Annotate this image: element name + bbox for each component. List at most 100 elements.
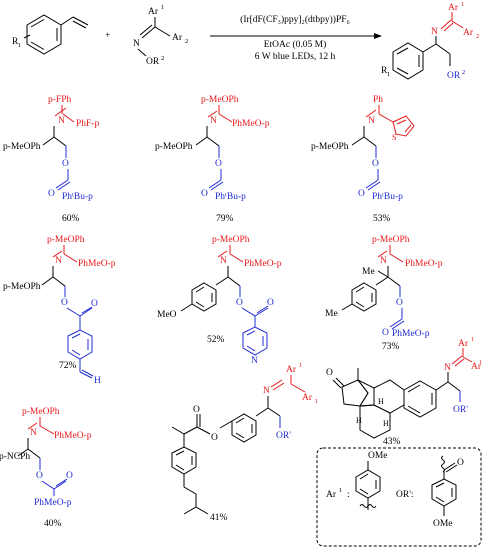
product-r1-sup: 1 (387, 71, 390, 78)
svg-text:O: O (193, 405, 200, 415)
reagent-r1-label: R (12, 37, 19, 47)
p3-ester: PhᵗBu-p (372, 192, 403, 202)
legend-ar1-ome: OMe (368, 451, 388, 461)
product-1: p-FPh N PhF-p p-MeOPh O O PhᵗBu-p 60% (3, 95, 99, 224)
product-n: N (431, 27, 438, 37)
oxime-or2: OR (146, 57, 160, 67)
oxime-reagent: Ar 1 Ar 2 N OR 2 (133, 4, 188, 67)
p9-ar-top: Ar (458, 339, 469, 349)
p1-substrate: p-MeOPh (3, 142, 41, 152)
p3-substrate: p-MeOPh (311, 142, 349, 152)
p9-ester: OR' (453, 405, 468, 415)
reaction-arrow: (Ir[dF(CF₃)ppy]₂(dtbpy))PF₆ EtOAc (0.05 … (210, 14, 382, 62)
product-8: Ar 1 N Ar 1 OR' O O 41% (171, 362, 318, 523)
p6-tolyl-methyl: Me (325, 309, 338, 319)
reagent-r1-sup: 1 (18, 42, 21, 49)
svg-text:N: N (210, 116, 217, 126)
svg-text:O: O (372, 159, 379, 169)
product-7: p-MeOPh N PhMeO-p p-NCPh O O PhMeO-p 40% (0, 407, 92, 529)
product-ar1: Ar (448, 3, 459, 13)
p9-ketone-o: O (326, 368, 333, 378)
conditions-text: 6 W blue LEDs, 12 h (255, 52, 336, 62)
thiophene-s: S (392, 133, 396, 142)
product-9: O H H H N Ar 1 Ar 1 OR' 43% (326, 336, 482, 447)
p4-aryl-right: PhMeO-p (78, 259, 116, 269)
p7-yield: 40% (44, 519, 62, 529)
svg-text:N: N (55, 256, 62, 266)
styrene-reagent: R 1 (12, 14, 89, 55)
p8-ester-o: O (211, 433, 218, 443)
oxime-n: N (133, 39, 140, 49)
oxime-ar1: Ar (148, 7, 159, 17)
p9-h3: H (383, 419, 389, 428)
product-ar2: Ar (463, 28, 474, 38)
legend-or-ome: OMe (433, 519, 453, 529)
p9-ar-right-sup: 1 (479, 359, 482, 366)
p5-aryl-right: PhMeO-p (244, 259, 282, 269)
product-ar1-sup: 1 (461, 1, 464, 8)
p8-n: N (263, 386, 270, 396)
p5-pyridine-n: N (251, 356, 258, 366)
p5-methoxy: MeO (157, 310, 177, 320)
general-product: R 1 N Ar 1 Ar 2 OR 2 (381, 1, 479, 81)
svg-text:O: O (215, 159, 222, 169)
p8-ar-top: Ar (286, 365, 297, 375)
svg-text:O: O (62, 159, 69, 169)
svg-text:N: N (220, 256, 227, 266)
product-4: p-MeOPh N PhMeO-p p-MeOPh O O H 72% (3, 235, 116, 386)
svg-text:O: O (236, 298, 243, 308)
svg-text:O: O (61, 298, 68, 308)
p9-ar-top-sup: 1 (471, 336, 474, 343)
p2-aryl-right: PhMeO-p (232, 119, 270, 129)
product-3: Ph N S p-MeOPh O O PhᵗBu-p 53% (311, 95, 415, 224)
p7-aryl-right: PhMeO-p (54, 431, 92, 441)
svg-text:N: N (380, 256, 387, 266)
p6-aryl-top: p-MeOPh (372, 235, 410, 245)
svg-text:N: N (30, 428, 37, 438)
oxime-or2-sup: 2 (161, 55, 164, 62)
p2-yield: 79% (216, 214, 234, 224)
p7-ester: PhMeO-p (34, 498, 72, 508)
thiophene-ring: S (392, 115, 415, 142)
p6-ester: PhMeO-p (392, 329, 430, 339)
p7-aryl-top: p-MeOPh (22, 407, 60, 417)
svg-text:O: O (91, 299, 98, 309)
p5-aryl-top: p-MeOPh (212, 235, 250, 245)
legend-or-label: OR': (396, 490, 414, 500)
svg-text:N: N (368, 116, 375, 126)
svg-text:O: O (36, 471, 43, 481)
product-r1: R (381, 66, 388, 76)
p8-ar-right-sup: 1 (315, 398, 318, 405)
p4-substrate: p-MeOPh (3, 282, 41, 292)
legend-box: OMe Ar 1 : O OR': OMe (316, 447, 482, 547)
svg-text:O: O (358, 189, 365, 199)
p4-aryl-top: p-MeOPh (47, 235, 85, 245)
legend-ar1-sup: 1 (339, 487, 342, 494)
p1-aryl-top: p-FPh (48, 95, 71, 105)
p1-ester: PhᵗBu-p (62, 192, 93, 202)
legend-ar1-label: Ar (326, 490, 337, 500)
p7-substrate: p-NCPh (0, 452, 30, 462)
p1-aryl-right: PhF-p (76, 119, 99, 129)
svg-text::: : (347, 490, 350, 500)
p4-yield: 72% (59, 361, 77, 371)
p2-ester: PhᵗBu-p (215, 192, 246, 202)
p9-ar-right: Ar (471, 362, 482, 372)
product-5: p-MeOPh N PhMeO-p MeO O O N 52% (157, 235, 282, 366)
product-or2-sup: 2 (462, 69, 465, 76)
p6-quat-methyl: Me (362, 267, 375, 277)
p6-yield: 73% (382, 342, 400, 352)
product-or2: OR (447, 71, 461, 81)
plus-sign: + (105, 31, 110, 41)
svg-text:O: O (382, 328, 389, 338)
svg-text:O: O (457, 458, 464, 468)
p9-h2: H (356, 416, 362, 425)
p9-yield: 43% (383, 437, 401, 447)
product-2: p-MeOPh N PhMeO-p p-MeOPh O O PhᵗBu-p 79… (155, 95, 270, 224)
p3-aryl-top: Ph (373, 95, 383, 105)
p9-h1: H (378, 397, 384, 406)
p8-ar-top-sup: 1 (299, 362, 302, 369)
svg-text:N: N (58, 116, 65, 126)
p2-substrate: p-MeOPh (155, 142, 193, 152)
